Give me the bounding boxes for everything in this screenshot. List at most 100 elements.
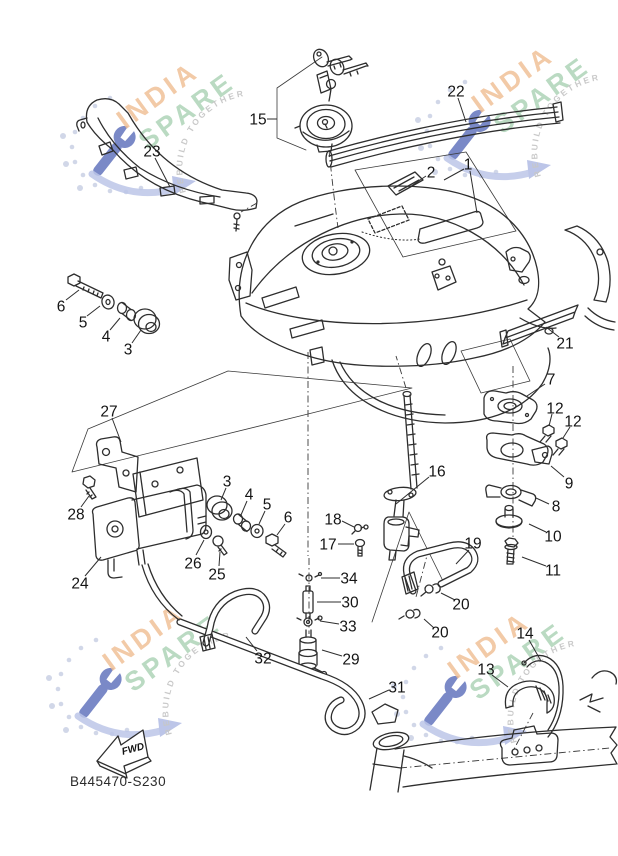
- canister-group: [82, 436, 287, 621]
- callout-number: 23: [143, 144, 160, 161]
- callout-number: 20: [431, 625, 449, 642]
- callout-number: 30: [341, 595, 359, 612]
- callout-26: 26: [184, 539, 205, 573]
- callout-30: 30: [317, 595, 359, 612]
- callout-leader: [240, 500, 248, 516]
- callout-number: 26: [184, 556, 201, 573]
- callout-21: 21: [545, 326, 574, 353]
- watermark-4: [391, 592, 599, 745]
- callout-27: 27: [100, 404, 122, 443]
- callout-20: 20: [440, 592, 470, 614]
- callout-leader: [457, 97, 467, 123]
- callout-leader: [406, 175, 427, 190]
- callout-23: 23: [143, 144, 171, 188]
- callout-leader: [528, 523, 547, 533]
- callout-number: 24: [71, 576, 89, 593]
- callout-11: 11: [521, 556, 561, 580]
- callout-9: 9: [550, 465, 574, 493]
- callout-6: 6: [276, 510, 293, 536]
- frame-front-lines: [564, 225, 616, 331]
- callout-leader: [423, 618, 435, 629]
- callout-number: 25: [208, 567, 225, 584]
- callout-number: 9: [565, 476, 574, 493]
- callout-34: 34: [321, 571, 358, 588]
- parts-17-18-fasteners: [351, 523, 369, 557]
- callout-20: 20: [423, 618, 449, 642]
- callout-19: 19: [455, 536, 482, 565]
- callout-3: 3: [220, 474, 232, 501]
- callout-leader: [545, 326, 560, 338]
- callout-leader: [528, 639, 542, 662]
- callout-number: 13: [477, 662, 494, 679]
- callout-32: 32: [245, 636, 272, 668]
- callout-24: 24: [71, 556, 102, 593]
- part-15-fuel-cap-and-keys: [276, 48, 369, 153]
- callout-number: 4: [245, 487, 254, 504]
- callout-leader: [65, 289, 80, 301]
- callout-leader: [548, 413, 553, 427]
- rollover-valve-stack: [296, 571, 328, 678]
- callout-31: 31: [368, 680, 406, 700]
- callout-leader: [491, 674, 509, 688]
- callout-number: 27: [100, 404, 117, 421]
- callout-leader: [80, 495, 90, 508]
- callout-7: 7: [526, 372, 556, 397]
- part-23-garnish: [76, 98, 258, 232]
- callout-number: 3: [223, 474, 232, 491]
- callout-leader: [521, 556, 547, 567]
- callout-16: 16: [395, 464, 446, 505]
- callout-leader: [440, 592, 456, 601]
- callout-5: 5: [79, 305, 101, 332]
- callout-leader: [535, 497, 550, 505]
- callout-number: 19: [464, 536, 481, 553]
- callout-number: 12: [546, 401, 563, 418]
- callout-leader: [321, 649, 343, 657]
- callout-3: 3: [124, 329, 142, 359]
- callout-leader: [395, 476, 430, 505]
- callout-13: 13: [477, 662, 509, 688]
- callout-leader: [220, 487, 227, 501]
- fuel-pump-group: [483, 390, 568, 565]
- callout-leader: [86, 305, 101, 317]
- callout-10: 10: [528, 523, 562, 546]
- callout-number: 5: [79, 315, 88, 332]
- callout-number: 1: [464, 157, 473, 174]
- callout-leader: [111, 417, 122, 443]
- callout-17: 17: [319, 537, 354, 554]
- callout-number: 29: [342, 652, 359, 669]
- callout-number: 15: [249, 112, 266, 129]
- part-2-emblem: [387, 171, 424, 196]
- callout-leader: [84, 556, 102, 577]
- callout-number: 34: [340, 571, 358, 588]
- part-1-fuel-tank: [228, 185, 557, 424]
- callout-leader: [258, 510, 266, 525]
- callout-leader: [562, 426, 571, 439]
- callout-number: 18: [324, 512, 341, 529]
- watermark-2: [415, 26, 618, 179]
- callout-number: 20: [452, 597, 470, 614]
- hoses-31-32: [176, 587, 366, 736]
- callout-leader: [550, 465, 565, 478]
- callout-number: 3: [124, 342, 133, 359]
- callout-33: 33: [319, 619, 357, 636]
- callout-number: 6: [284, 510, 293, 527]
- part-code: B445470-S230: [70, 774, 166, 789]
- callout-leader: [245, 636, 258, 652]
- callout-18: 18: [324, 512, 355, 529]
- callout-number: 7: [547, 372, 556, 389]
- callout-number: 22: [447, 84, 464, 101]
- callout-12: 12: [562, 414, 582, 439]
- callout-4: 4: [102, 317, 121, 346]
- fwd-arrow: FWD: [96, 729, 152, 779]
- callout-leader: [195, 539, 205, 556]
- callout-number: 2: [427, 165, 436, 182]
- callout-number: 8: [552, 499, 561, 516]
- callout-1: 1: [443, 157, 478, 214]
- callout-number: 11: [545, 563, 561, 580]
- callout-leader: [276, 523, 286, 536]
- callout-6: 6: [57, 289, 80, 316]
- callout-number: 17: [319, 537, 336, 554]
